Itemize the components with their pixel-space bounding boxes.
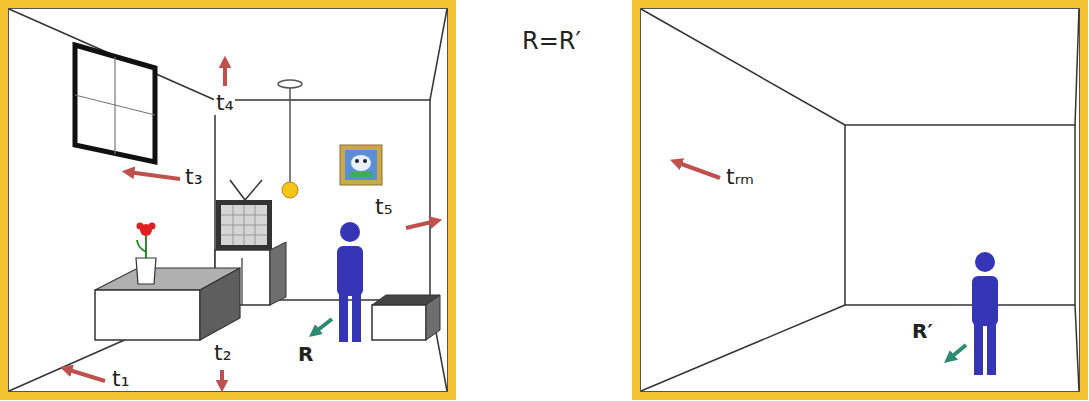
wall-picture xyxy=(340,145,382,185)
cabinet xyxy=(95,268,240,340)
frame-inner-line xyxy=(9,9,448,392)
window xyxy=(75,45,155,162)
room-frame xyxy=(636,4,1084,396)
small-box xyxy=(372,295,440,340)
room-perspective-lines xyxy=(641,9,1079,391)
frame-inner-line xyxy=(641,9,1080,392)
transform-label: t₅ xyxy=(373,194,394,219)
orientation-arrow xyxy=(949,345,966,359)
transform-label: t₃ xyxy=(183,164,204,189)
room-frame xyxy=(4,4,452,396)
transform-label: tᵣₘ xyxy=(724,164,756,189)
transform-label: t₁ xyxy=(110,366,131,391)
red-arrows xyxy=(66,62,436,386)
transform-label: t₄ xyxy=(214,90,235,115)
empty-room xyxy=(636,4,1084,396)
transform-label: t₂ xyxy=(212,340,233,365)
equation-label: R=R′ xyxy=(520,28,583,56)
orientation-arrow xyxy=(314,319,332,333)
response-label: R xyxy=(296,343,315,366)
red-arrow xyxy=(676,162,720,178)
furnished-room xyxy=(4,4,452,396)
flower-vase xyxy=(136,223,156,285)
room-perspective-lines xyxy=(9,9,447,391)
response-label: R′ xyxy=(910,320,935,343)
person xyxy=(972,252,998,375)
person xyxy=(337,222,363,342)
ceiling-lamp xyxy=(278,80,302,198)
